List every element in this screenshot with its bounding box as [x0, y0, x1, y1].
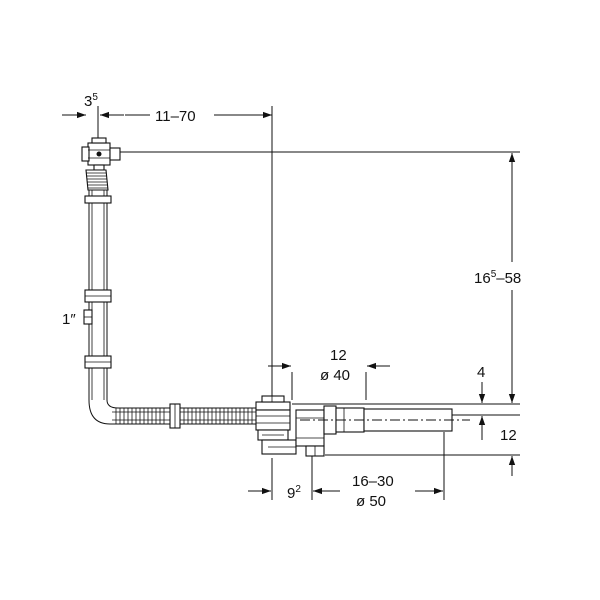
dim-label-4: 4: [477, 364, 485, 381]
dim-label-12-top: 12: [330, 347, 347, 364]
dim-label-9-2: 92: [287, 484, 301, 502]
vertical-overflow-pipe: [83, 190, 112, 400]
dim-label-dia-50: ø 50: [356, 493, 386, 510]
dim-label-16-30: 16–30: [352, 473, 394, 490]
outlet-pipe: [300, 405, 470, 435]
extension-lines: [97, 106, 520, 500]
dim-label-1-inch: 1″: [62, 311, 76, 328]
overflow-head: [81, 137, 121, 171]
dim-label-16-5-58: 165–58: [474, 269, 521, 287]
dim-label-11-70: 11–70: [155, 108, 196, 125]
dimension-lines: [62, 111, 516, 495]
dim-label-3-5: 35: [84, 92, 98, 110]
dim-label-dia-40: ø 40: [320, 367, 350, 384]
drain-body: [255, 392, 325, 457]
dimension-labels: 35 11–70 165–58 1″ 12 ø 40 4 12 92 16–30…: [62, 92, 521, 510]
overflow-flex-hose: [85, 169, 109, 191]
hose-ribs: [115, 408, 253, 424]
dim-label-12-right: 12: [500, 427, 517, 444]
horizontal-flex-hose: [88, 399, 256, 429]
